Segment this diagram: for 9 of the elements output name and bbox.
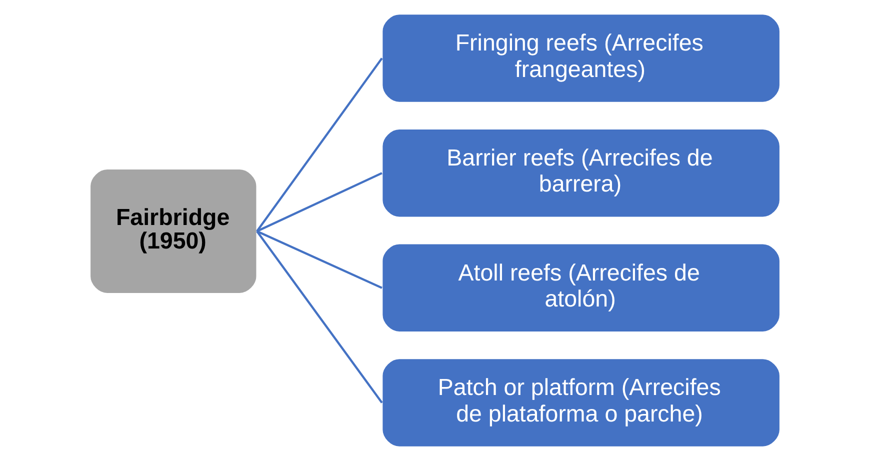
node-box: Atoll reefs (Arrecifes de atolón) [380, 242, 780, 333]
connector [256, 230, 382, 289]
node-box: Fringing reefs (Arrecifes frangeantes) [380, 13, 780, 104]
connector [256, 172, 382, 232]
connector [256, 230, 382, 404]
connector [256, 58, 382, 232]
node-box: Barrier reefs (Arrecifes de barrera) [380, 128, 780, 218]
node-box: Patch or platform (Arrecifes de plataforma o parche) [380, 358, 780, 448]
node-box: Fairbridge (1950) [88, 168, 258, 294]
